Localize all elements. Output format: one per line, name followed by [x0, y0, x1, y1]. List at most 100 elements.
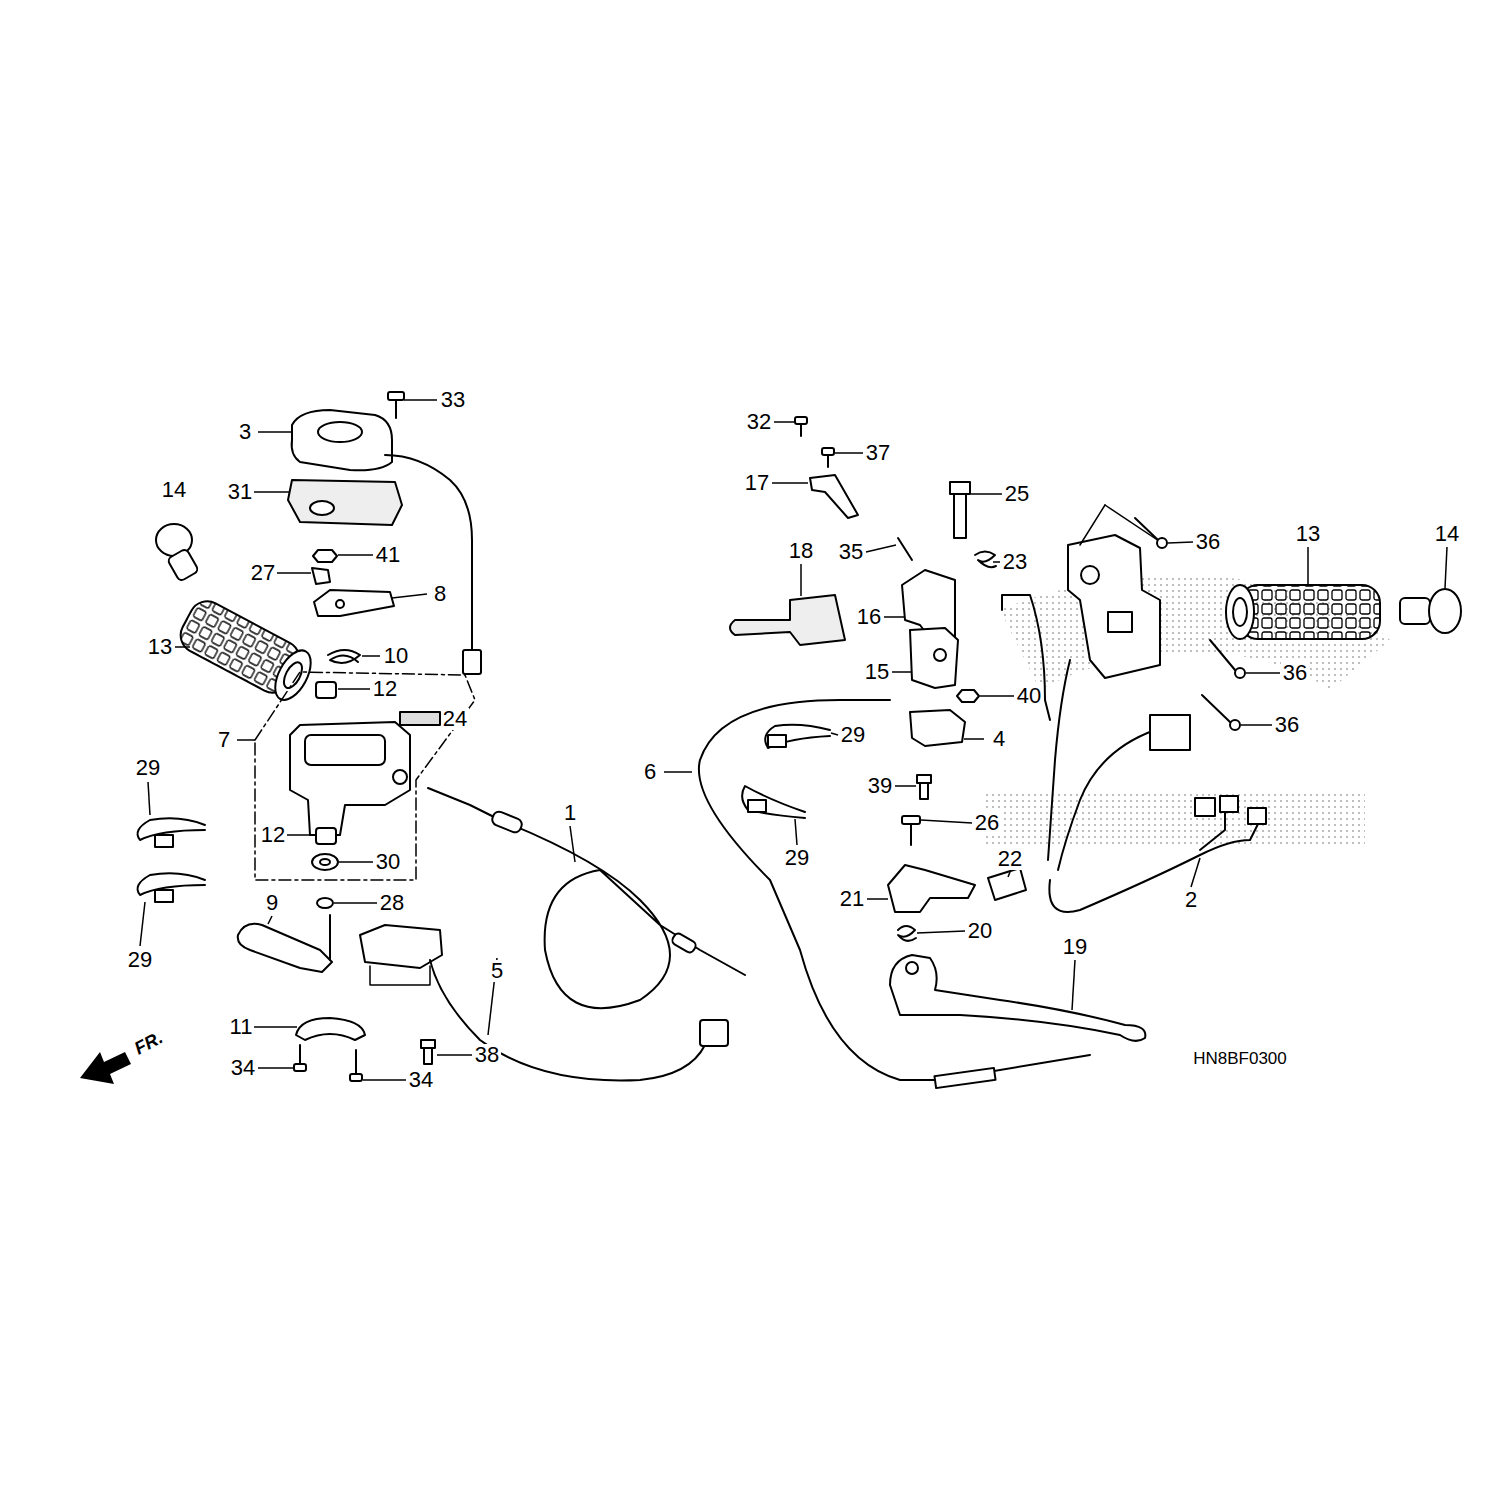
spring: [898, 926, 916, 941]
gasket: [288, 480, 402, 525]
spring: [328, 650, 360, 663]
nut: [313, 550, 337, 562]
brake-lever: [890, 955, 1145, 1041]
callout-number: 20: [966, 920, 994, 942]
callout-number: 5: [489, 960, 505, 982]
switch-harness: [1002, 595, 1260, 912]
brake-switch: [910, 710, 965, 746]
callout-number: 29: [783, 847, 811, 869]
connector: [1150, 715, 1190, 750]
callout-number: 29: [134, 757, 162, 779]
callout-number: 28: [378, 892, 406, 914]
spring: [975, 552, 996, 568]
bolt: [950, 482, 970, 538]
callout-number: 11: [228, 1016, 255, 1038]
nut: [957, 690, 979, 702]
lever-plate: [314, 590, 394, 616]
throttle-housing: [290, 722, 410, 835]
callout-number: 13: [1294, 523, 1322, 545]
parking-plate: [888, 865, 975, 912]
screw: [822, 448, 834, 467]
brake-cable: [699, 700, 1090, 1080]
lever-cover: [730, 595, 845, 645]
leader-lines: [140, 400, 1447, 1080]
direction-label: FR.: [129, 1027, 167, 1058]
screw: [795, 417, 807, 436]
throttle-lever: [238, 924, 332, 972]
callout-number: 4: [991, 728, 1007, 750]
callout-number: 36: [1273, 714, 1301, 736]
callout-number: 29: [126, 949, 154, 971]
watermark-halftone: [985, 576, 1390, 845]
callout-number: 17: [743, 472, 771, 494]
screw: [294, 1045, 306, 1071]
front-arrow: [80, 1052, 131, 1084]
stopper: [312, 568, 330, 584]
pin: [902, 816, 920, 845]
throttle-cable: [428, 788, 745, 1008]
connector: [700, 1020, 728, 1046]
bolt: [421, 1040, 435, 1064]
bracket: [810, 475, 858, 518]
screw: [388, 392, 404, 418]
callout-number: 14: [1433, 523, 1461, 545]
collar: [316, 682, 336, 698]
switch-housing: [1068, 535, 1160, 678]
callout-number: 21: [838, 888, 866, 910]
callout-number: 1: [562, 802, 578, 824]
drawing-code: HN8BF0300: [1191, 1050, 1289, 1067]
callout-number: 34: [407, 1069, 435, 1091]
callout-number: 9: [264, 892, 280, 914]
callout-number: 10: [382, 645, 410, 667]
bar-end: [156, 524, 199, 582]
bolt: [917, 775, 931, 799]
callout-number: 2: [1183, 889, 1199, 911]
callout-number: 33: [439, 389, 467, 411]
callout-number: 18: [787, 540, 815, 562]
callout-number: 3: [237, 421, 253, 443]
callout-number: 36: [1281, 662, 1309, 684]
connector: [1248, 808, 1266, 824]
callout-number: 29: [839, 724, 867, 746]
grip: [174, 595, 318, 706]
callout-number: 14: [160, 479, 188, 501]
group-bracket: [255, 672, 475, 880]
seal: [312, 854, 338, 870]
clamp: [296, 1018, 365, 1040]
callout-number: 16: [855, 606, 883, 628]
collar: [316, 828, 336, 844]
callout-number: 23: [1001, 551, 1029, 573]
callout-number: 15: [863, 661, 891, 683]
callout-number: 19: [1061, 936, 1089, 958]
callout-number: 26: [973, 812, 1001, 834]
callout-number: 31: [226, 481, 254, 503]
lock-knob: [988, 868, 1026, 900]
callout-number: 35: [837, 541, 865, 563]
callout-number: 27: [249, 562, 277, 584]
callout-number: 30: [374, 851, 402, 873]
grip: [1226, 585, 1380, 639]
callout-number: 36: [1194, 531, 1222, 553]
cable-clamp: [742, 725, 830, 818]
callout-number: 13: [146, 636, 174, 658]
callout-number: 38: [473, 1044, 501, 1066]
callout-number: 12: [259, 824, 287, 846]
callout-number: 40: [1015, 685, 1043, 707]
connector: [463, 650, 481, 674]
lever-holder: [910, 628, 958, 688]
callout-number: 37: [864, 442, 892, 464]
washer: [317, 898, 333, 908]
connector: [1195, 798, 1215, 816]
connector: [1220, 796, 1238, 812]
screw: [350, 1050, 362, 1081]
callout-number: 22: [996, 848, 1024, 870]
callout-number: 25: [1003, 483, 1031, 505]
callout-number: 24: [441, 708, 469, 730]
callout-number: 6: [642, 761, 658, 783]
callout-number: 12: [371, 678, 399, 700]
callout-number: 39: [866, 775, 894, 797]
throttle-cover: [292, 410, 392, 470]
sticker: [400, 712, 440, 725]
callout-number: 34: [229, 1057, 257, 1079]
bar-end: [1400, 589, 1461, 633]
